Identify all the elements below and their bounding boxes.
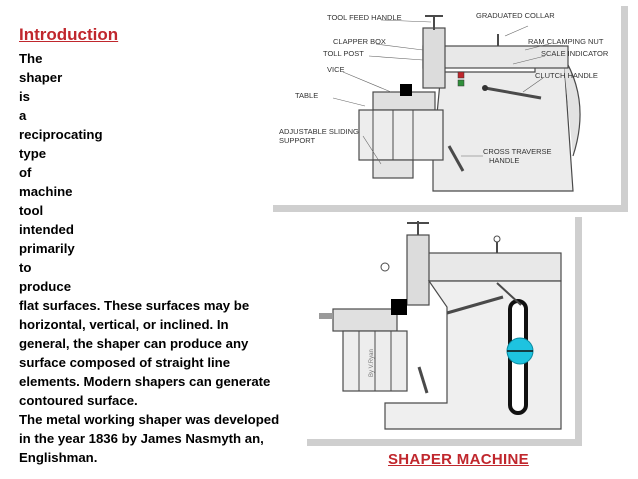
text-line: general, the shaper can produce any <box>19 336 249 351</box>
text-line: The metal working shaper was developed <box>19 412 280 427</box>
diagram-credit: By V.Ryan <box>369 349 375 377</box>
label-table: TABLE <box>295 91 318 100</box>
shaper-drawing-1: TOOL FEED HANDLE GRADUATED COLLAR CLAPPE… <box>279 11 609 192</box>
text-line: to <box>19 260 32 275</box>
text-line: flat surfaces. These surfaces may be <box>19 298 250 313</box>
text-line: in the year 1836 by James Nasmyth an, <box>19 431 264 446</box>
shaper-diagram-labelled: TOOL FEED HANDLE GRADUATED COLLAR CLAPPE… <box>273 6 628 212</box>
text-line: elements. Modern shapers can generate <box>19 374 271 389</box>
text-line: Englishman. <box>19 450 98 465</box>
text-line: intended <box>19 222 74 237</box>
label-graduated-collar: GRADUATED COLLAR <box>476 11 555 20</box>
label-cross-traverse: CROSS TRAVERSE <box>483 147 552 156</box>
label-ram-clamping-nut: RAM CLAMPING NUT <box>528 37 604 46</box>
intro-text: The shaper is a reciprocating type of ma… <box>19 49 280 467</box>
text-line: surface composed of straight line <box>19 355 231 370</box>
shaper-drawing-2: By V.Ryan <box>319 221 562 430</box>
label-toll-post: TOLL POST <box>323 49 364 58</box>
label-vice: VICE <box>327 65 345 74</box>
text-line: horizontal, vertical, or inclined. In <box>19 317 229 332</box>
label-clutch-handle: CLUTCH HANDLE <box>535 71 598 80</box>
text-line: a <box>19 108 27 123</box>
text-line: The <box>19 51 43 66</box>
text-line: contoured surface. <box>19 393 138 408</box>
shaper-diagram-mechanism: By V.Ryan <box>307 217 582 446</box>
text-line: of <box>19 165 32 180</box>
text-line: type <box>19 146 47 161</box>
text-line: shaper <box>19 70 63 85</box>
figure-caption: SHAPER MACHINE <box>388 451 529 468</box>
text-line: primarily <box>19 241 75 256</box>
label-tool-feed-handle: TOOL FEED HANDLE <box>327 13 402 22</box>
slide-title: Introduction <box>19 25 119 44</box>
label-cross-traverse-handle: HANDLE <box>489 156 519 165</box>
label-scale-indicator: SCALE INDICATOR <box>541 49 609 58</box>
label-clapper-box: CLAPPER BOX <box>333 37 386 46</box>
label-adjustable-sliding: ADJUSTABLE SLIDING <box>279 127 359 136</box>
text-line: reciprocating <box>19 127 103 142</box>
text-line: produce <box>19 279 72 294</box>
text-line: machine <box>19 184 73 199</box>
text-line: is <box>19 89 30 104</box>
label-support: SUPPORT <box>279 136 316 145</box>
text-line: tool <box>19 203 44 218</box>
